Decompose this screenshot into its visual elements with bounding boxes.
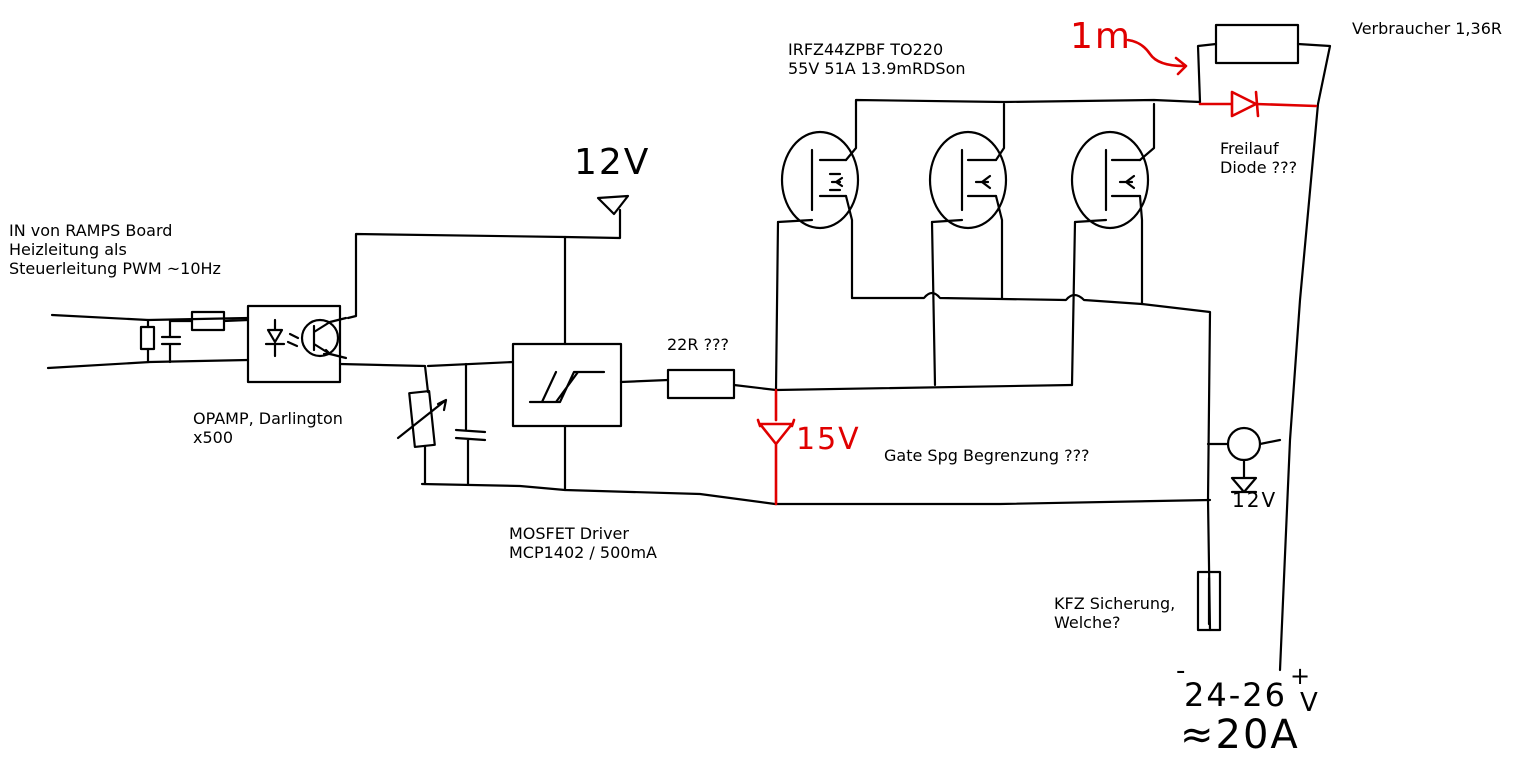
zener-12v-label: 12V — [1232, 488, 1278, 512]
drain-bus — [854, 98, 1202, 106]
optocoupler-symbol — [246, 304, 348, 384]
gate-resistor-symbol — [666, 368, 1074, 400]
mosfet-2-symbol — [928, 102, 1008, 300]
source-bus — [850, 291, 1212, 632]
supply-12v-symbol — [596, 194, 630, 216]
opamp-output-wire — [338, 360, 515, 394]
minus-label: - — [1176, 656, 1188, 686]
trim-potentiometer-symbol — [396, 390, 448, 486]
mosfet-driver-symbol — [511, 235, 623, 492]
plus-label: + — [1290, 662, 1313, 690]
zener-15v-label: 15V — [796, 422, 861, 457]
driver-output-wire — [619, 378, 670, 384]
current-label: ≈20A — [1180, 712, 1300, 758]
zener-12v-symbol — [1206, 426, 1282, 494]
supply-unit-label: V — [1300, 688, 1320, 718]
ground-rail — [420, 482, 1212, 506]
gate-bus — [774, 220, 1077, 392]
red-note-label: 1m — [1070, 16, 1132, 57]
supply-12v-rail — [346, 208, 622, 320]
fuse-label: KFZ Sicherung,Welche? — [1054, 594, 1176, 632]
gate-resistor-label: 22R ??? — [667, 335, 730, 354]
supply-voltage-label: 24-26 — [1184, 676, 1287, 714]
input-resistor-symbol — [139, 318, 156, 364]
flyback-diode-symbol — [1198, 90, 1318, 118]
load-resistor-symbol — [1196, 23, 1332, 672]
supply-12v-label: 12V — [574, 142, 651, 183]
mosfet-1-symbol — [776, 102, 860, 300]
series-resistor-symbol — [168, 310, 250, 332]
zener-15v-symbol — [756, 388, 796, 506]
input-capacitor-symbol — [160, 318, 182, 364]
gate-limit-label: Gate Spg Begrenzung ??? — [884, 446, 1090, 465]
filter-capacitor-symbol — [454, 362, 487, 486]
fuse-symbol — [1196, 570, 1222, 632]
mosfet-3-symbol — [1070, 102, 1156, 306]
note-arrow — [1126, 38, 1188, 76]
load-label: Verbraucher 1,36R — [1352, 19, 1502, 38]
